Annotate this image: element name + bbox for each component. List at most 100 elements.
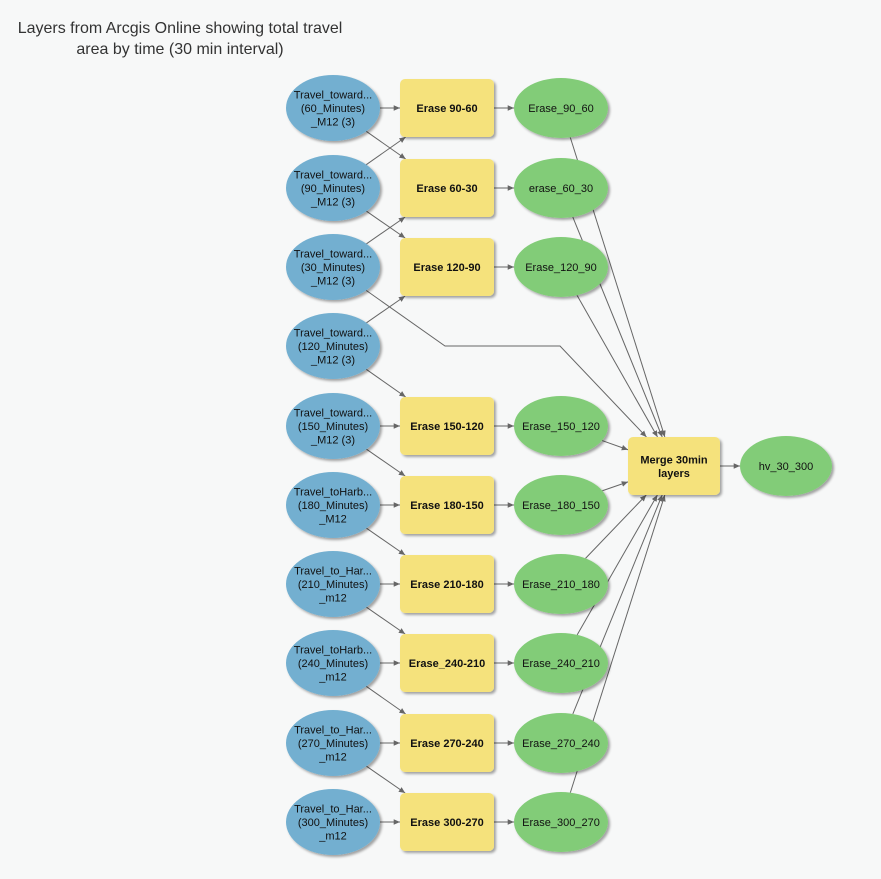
input-label: (150_Minutes) (298, 421, 368, 433)
output-label: Erase_300_270 (522, 817, 600, 829)
tool-node-t7[interactable]: Erase_240-210 (400, 634, 494, 692)
output-shape (514, 554, 608, 614)
input-node-in60[interactable]: Travel_toward...(60_Minutes)_M12 (3) (286, 75, 380, 141)
input-node-in270[interactable]: Travel_to_Har...(270_Minutes) _m12 (286, 710, 380, 776)
edge-in180-to-t6 (366, 527, 406, 556)
input-label: _M12 (3) (310, 355, 355, 367)
input-label: (300_Minutes) (298, 817, 368, 829)
tool-node-t9[interactable]: Erase 300-270 (400, 793, 494, 851)
input-node-in90[interactable]: Travel_toward...(90_Minutes)_M12 (3) (286, 155, 380, 221)
output-node-o3[interactable]: Erase_120_90 (514, 237, 608, 297)
input-shape (286, 155, 380, 221)
input-shape (286, 472, 380, 538)
input-label: Travel_toward... (294, 170, 372, 182)
input-node-in210[interactable]: Travel_to_Har...(210_Minutes) _m12 (286, 551, 380, 617)
output-node-o5[interactable]: Erase_180_150 (514, 475, 608, 535)
input-label: _m12 (318, 752, 347, 764)
input-shape (286, 313, 380, 379)
tool-node-t5[interactable]: Erase 180-150 (400, 476, 494, 534)
input-label: Travel_to_Har... (294, 725, 372, 737)
input-shape (286, 630, 380, 696)
output-node-o8[interactable]: Erase_270_240 (514, 713, 608, 773)
output-shape (514, 792, 608, 852)
tool-node-t8[interactable]: Erase 270-240 (400, 714, 494, 772)
input-label: (210_Minutes) (298, 579, 368, 591)
edge-in60-to-t2 (365, 130, 406, 160)
output-label: Erase_120_90 (525, 262, 597, 274)
input-node-in180[interactable]: Travel_toHarb...(180_Minutes)_M12 (286, 472, 380, 538)
edge-in90-to-t3 (366, 210, 406, 239)
input-label: Travel_toward... (294, 249, 372, 261)
input-label: _M12 (3) (310, 435, 355, 447)
input-label: _M12 (318, 514, 347, 526)
edge-o3-to-merge (576, 294, 658, 438)
output-label: hv_30_300 (759, 461, 813, 473)
diagram-title: Layers from Arcgis Online showing total … (0, 18, 360, 60)
input-node-in150[interactable]: Travel_toward...(150_Minutes) _M12 (3) (286, 393, 380, 459)
output-node-o6[interactable]: Erase_210_180 (514, 554, 608, 614)
output-node-o2[interactable]: erase_60_30 (514, 158, 608, 218)
edge-in240-to-t8 (365, 685, 406, 715)
tool-shape (400, 397, 494, 455)
tool-node-t6[interactable]: Erase 210-180 (400, 555, 494, 613)
tool-node-t4[interactable]: Erase 150-120 (400, 397, 494, 455)
edge-in120-to-t3 (366, 295, 406, 324)
output-shape (514, 713, 608, 773)
output-label: Erase_270_240 (522, 738, 600, 750)
tool-label: Erase 210-180 (410, 579, 483, 591)
edge-in90-to-t1 (365, 136, 406, 166)
output-shape (514, 237, 608, 297)
output-shape (740, 436, 832, 496)
tool-label: Erase 150-120 (410, 421, 483, 433)
input-label: (90_Minutes) (301, 183, 365, 195)
input-node-in240[interactable]: Travel_toHarb...(240_Minutes)_m12 (286, 630, 380, 696)
input-node-in120[interactable]: Travel_toward...(120_Minutes)_M12 (3) (286, 313, 380, 379)
input-label: Travel_toward... (294, 328, 372, 340)
input-label: (60_Minutes) (301, 103, 365, 115)
input-label: (270_Minutes) (298, 738, 368, 750)
output-label: Erase_240_210 (522, 658, 600, 670)
output-label: Erase_210_180 (522, 579, 600, 591)
tool-node-t2[interactable]: Erase 60-30 (400, 159, 494, 217)
tool-label: Merge 30min (640, 454, 708, 466)
output-label: Erase_180_150 (522, 500, 600, 512)
output-node-o1[interactable]: Erase_90_60 (514, 78, 608, 138)
tool-label: Erase_240-210 (409, 658, 485, 670)
output-shape (514, 78, 608, 138)
output-node-o9[interactable]: Erase_300_270 (514, 792, 608, 852)
input-label: Travel_to_Har... (294, 566, 372, 578)
tool-shape (400, 238, 494, 296)
output-label: Erase_150_120 (522, 421, 600, 433)
tool-label: layers (658, 468, 690, 480)
tool-shape (400, 476, 494, 534)
tool-node-merge[interactable]: Merge 30min layers (628, 437, 720, 495)
output-label: Erase_90_60 (528, 103, 593, 115)
input-shape (286, 789, 380, 855)
output-node-o4[interactable]: Erase_150_120 (514, 396, 608, 456)
input-label: Travel_toward... (294, 408, 372, 420)
input-node-in300[interactable]: Travel_to_Har...(300_Minutes) _m12 (286, 789, 380, 855)
input-label: Travel_to_Har... (294, 804, 372, 816)
output-shape (514, 396, 608, 456)
input-shape (286, 710, 380, 776)
tool-shape (400, 793, 494, 851)
input-label: _m12 (318, 831, 347, 843)
input-label: (240_Minutes) (298, 658, 368, 670)
tool-label: Erase 120-90 (413, 262, 480, 274)
tool-shape (400, 159, 494, 217)
tool-shape (400, 79, 494, 137)
input-label: _m12 (318, 593, 347, 605)
edge-in210-to-t7 (366, 606, 406, 635)
tool-node-t3[interactable]: Erase 120-90 (400, 238, 494, 296)
edge-in270-to-t9 (366, 765, 406, 794)
tool-shape (400, 714, 494, 772)
edge-in120-to-t4 (365, 368, 406, 398)
tool-node-t1[interactable]: Erase 90-60 (400, 79, 494, 137)
edge-o7-to-merge (576, 494, 658, 636)
edge-o5-to-merge (602, 481, 629, 492)
output-node-o7[interactable]: Erase_240_210 (514, 633, 608, 693)
input-node-in30[interactable]: Travel_toward...(30_Minutes)_M12 (3) (286, 234, 380, 300)
tool-shape (400, 555, 494, 613)
output-node-final[interactable]: hv_30_300 (740, 436, 832, 496)
